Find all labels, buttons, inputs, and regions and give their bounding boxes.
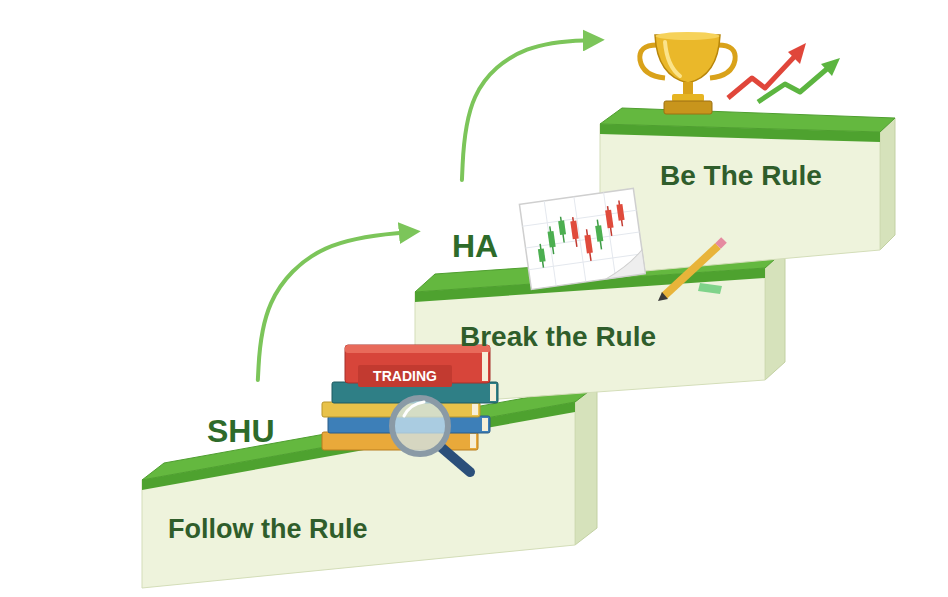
- chart-paper: [519, 188, 645, 289]
- chart-paper: [602, 250, 645, 279]
- sticky-tab: [698, 283, 722, 294]
- book-stack: [490, 384, 496, 401]
- step-side: [765, 250, 785, 380]
- book-stack: [482, 418, 488, 431]
- pencil: [658, 292, 668, 301]
- trophy: [683, 82, 693, 95]
- step-side: [575, 385, 597, 545]
- step-edge: [142, 402, 575, 490]
- chart-paper: [616, 204, 624, 221]
- trophy: [640, 32, 735, 114]
- trend-arrows: [728, 43, 840, 102]
- step-label: Break the Rule: [460, 321, 656, 353]
- trophy: [664, 101, 712, 114]
- trend-arrows: [728, 56, 795, 98]
- stage-heading: SHU: [207, 413, 275, 450]
- chart-paper: [526, 232, 640, 248]
- chart-paper: [538, 248, 546, 262]
- sticky-tab: [698, 283, 722, 294]
- chart-paper: [519, 188, 645, 289]
- trophy: [665, 42, 680, 76]
- book-stack: [472, 404, 478, 415]
- magnifying-glass: [442, 448, 470, 472]
- step-label: Be The Rule: [660, 160, 822, 192]
- stage-heading: HA: [452, 228, 498, 265]
- pencil: [658, 240, 724, 301]
- book-stack: [358, 365, 452, 387]
- trophy: [656, 32, 720, 40]
- chart-paper: [544, 201, 556, 286]
- chart-paper: [604, 193, 616, 278]
- trend-arrows: [788, 43, 806, 64]
- book-stack: [470, 434, 476, 448]
- trend-arrows: [821, 58, 840, 76]
- magnifying-glass: [404, 402, 424, 416]
- chart-paper: [558, 220, 566, 235]
- chart-paper: [595, 225, 603, 242]
- magnifying-glass: [392, 398, 448, 454]
- book-stack: [345, 345, 490, 353]
- book-stack: [482, 352, 488, 381]
- chart-paper: [605, 210, 613, 229]
- step-front: [142, 402, 575, 588]
- step-edge: [600, 124, 880, 142]
- trend-arrows: [758, 68, 828, 102]
- chart-paper: [570, 221, 578, 240]
- step-side: [880, 118, 895, 250]
- progress-arrow: [462, 40, 596, 180]
- magnifying-glass: [392, 398, 470, 472]
- chart-paper: [548, 231, 556, 248]
- pencil: [718, 240, 724, 246]
- trophy: [655, 35, 720, 83]
- chart-paper: [584, 235, 592, 254]
- step-label: Follow the Rule: [168, 514, 368, 545]
- book-title: TRADING: [373, 368, 437, 384]
